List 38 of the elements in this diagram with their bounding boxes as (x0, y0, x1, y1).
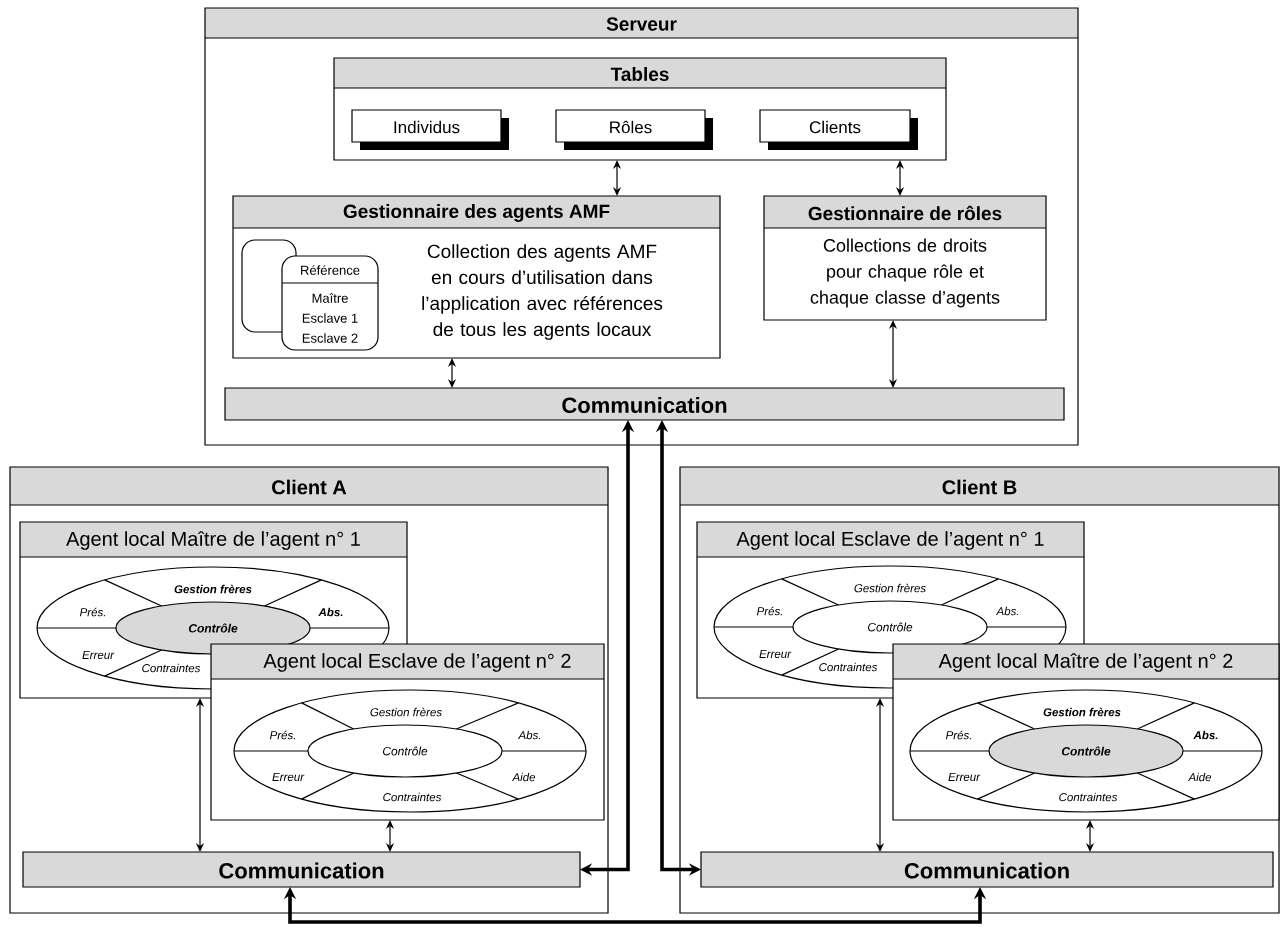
sector-label: Prés. (945, 730, 971, 740)
sector-label: Abs. (318, 607, 343, 617)
sector-label: Abs. (517, 730, 541, 740)
sector-label: Erreur (948, 773, 981, 781)
sector-label: Contraintes (819, 662, 878, 672)
arrow (447, 358, 457, 388)
sector-label: Contraintes (383, 792, 442, 802)
table-tab: Rôles (555, 109, 713, 150)
communication-bar: Communication (22, 851, 581, 888)
table-tab: Individus (351, 109, 509, 150)
communication-bar: Communication (224, 387, 1065, 421)
reference-card: Référence Maître Esclave 1 Esclave 2 (281, 255, 379, 351)
sector-label: Gestion frères (1043, 707, 1121, 717)
sector-label: Gestion frères (370, 707, 442, 717)
sector-label: Prés. (756, 606, 782, 616)
arrow (875, 698, 885, 852)
arrow (1085, 820, 1095, 852)
sector-label: Gestion frères (174, 584, 252, 594)
arrow (888, 320, 898, 388)
communication-bar: Communication (700, 851, 1274, 888)
sector-label: Abs. (1193, 730, 1218, 740)
sector-label: Gestion frères (854, 583, 926, 593)
sector-label: Erreur (272, 773, 305, 781)
arrow (895, 160, 905, 196)
arrow (385, 820, 395, 852)
arrow (612, 160, 622, 196)
table-tab: Clients (759, 109, 918, 150)
sector-label: Aide (511, 772, 536, 782)
arrow (195, 698, 205, 852)
sector-label: Erreur (82, 651, 115, 659)
manager-panel: Gestionnaire de rôles Collections de droits pour chaque rôle et chaque classe d’agents (763, 195, 1047, 321)
sector-label: Aide (1187, 772, 1212, 782)
sector-label: Abs. (995, 606, 1019, 616)
sector-label: Erreur (759, 650, 792, 658)
sector-label: Contraintes (142, 663, 201, 673)
sector-label: Contraintes (1059, 792, 1118, 802)
sector-label: Prés. (79, 607, 105, 617)
sector-label: Prés. (269, 730, 295, 740)
